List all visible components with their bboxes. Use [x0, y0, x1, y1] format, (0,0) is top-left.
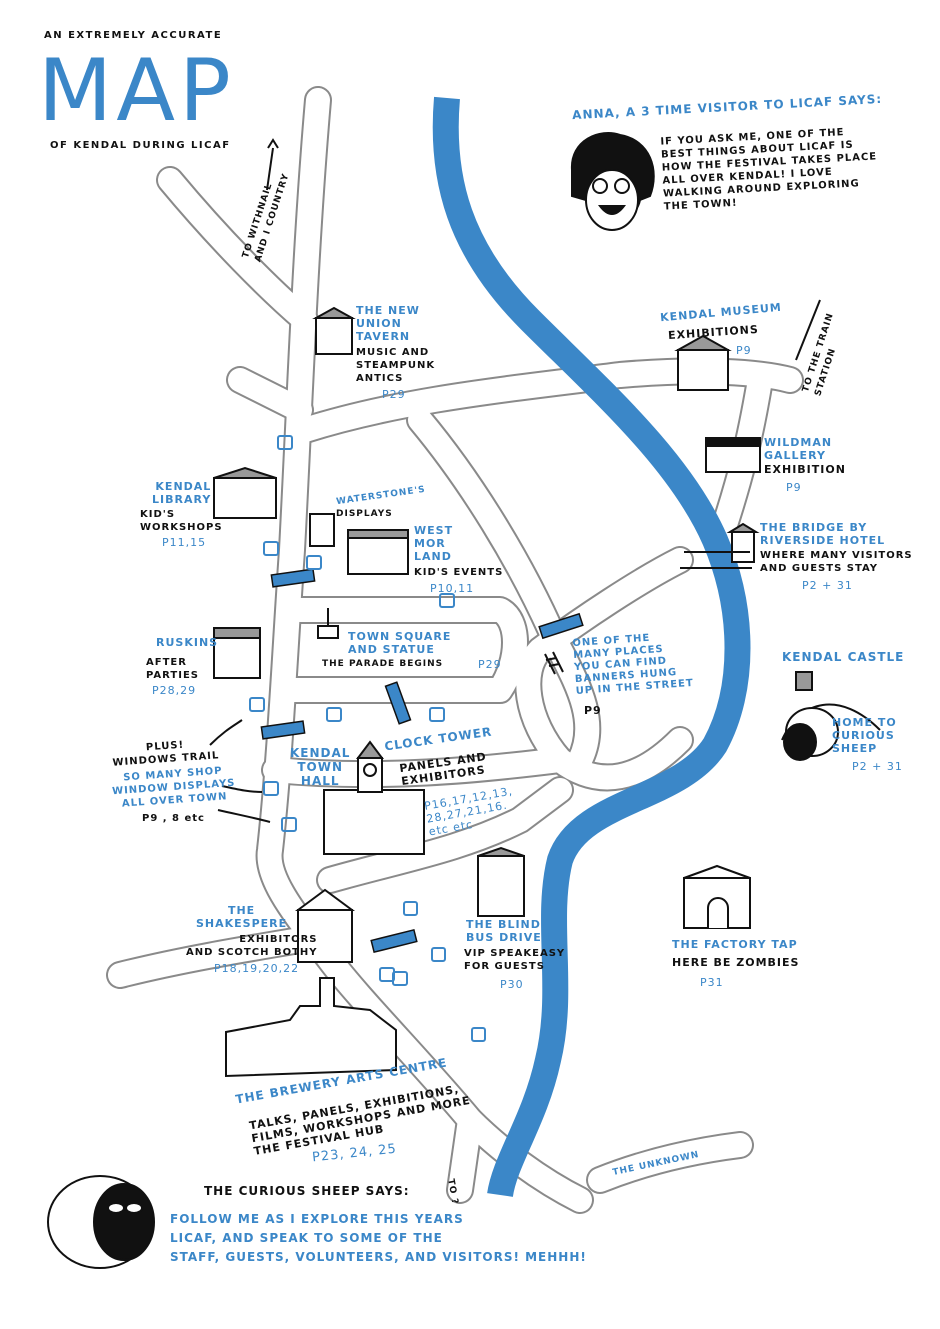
gallery-building: [705, 437, 761, 473]
road: [318, 778, 572, 892]
place-pages: P29: [478, 658, 502, 671]
place-desc: KID'S WORKSHOPS: [140, 509, 223, 533]
window-icon: [392, 971, 408, 986]
place-pages: P18,19,20,22: [214, 962, 300, 975]
statue: [317, 608, 339, 639]
window-icons: [249, 435, 486, 1042]
road: [278, 598, 527, 702]
window-icon: [403, 901, 418, 916]
westmorland-building: [347, 529, 409, 575]
place-pages: P10,11: [430, 582, 475, 595]
place-name: TOWN SQUARE AND STATUE: [348, 630, 452, 656]
window-icon: [277, 435, 293, 450]
place-name: THE SHAKESPERE: [196, 904, 288, 930]
window-icon: [306, 555, 322, 570]
place-pages: P29: [382, 388, 406, 401]
museum-building: [674, 334, 732, 391]
road: [448, 1108, 482, 1202]
place-pages: P2 + 31: [852, 760, 903, 773]
banners: [260, 568, 584, 954]
road: [408, 408, 600, 772]
place-pages: P28,29: [152, 684, 197, 697]
place-name: THE BRIDGE BY RIVERSIDE HOTEL: [760, 521, 886, 547]
waterstones-building: [309, 513, 335, 547]
place-name: WILDMAN GALLERY: [764, 436, 833, 462]
banner: [370, 928, 418, 954]
place-desc: EXHIBITION: [764, 463, 846, 476]
title-pre: AN EXTREMELY ACCURATE: [44, 30, 223, 41]
place-name: KENDAL CASTLE: [782, 650, 905, 664]
place-pages: P9: [584, 704, 602, 717]
banner: [260, 720, 306, 740]
window-icon: [281, 817, 297, 832]
window-icon: [439, 593, 455, 608]
place-desc: KID'S EVENTS: [414, 567, 504, 578]
arrows: [209, 138, 821, 823]
road: [516, 548, 692, 790]
shakespere-building: [294, 888, 356, 963]
place-name: KENDAL LIBRARY: [152, 480, 212, 506]
window-icon: [263, 541, 279, 556]
window-icon: [431, 947, 446, 962]
ladder: [544, 651, 564, 675]
river: [432, 96, 751, 1198]
window-icon: [429, 707, 445, 722]
road: [108, 928, 312, 987]
sheep-heading: THE CURIOUS SHEEP SAYS:: [204, 1184, 410, 1198]
window-icon: [249, 697, 265, 712]
tavern-building: [312, 306, 356, 355]
page-title: MAP: [38, 41, 235, 141]
place-desc: WHERE MANY VISITORS AND GUESTS STAY: [760, 550, 913, 574]
window-icon: [326, 707, 342, 722]
sheep-castle: [783, 707, 839, 761]
road: [158, 168, 317, 332]
anna-portrait: [570, 132, 655, 231]
place-name: THE NEW UNION TAVERN: [356, 304, 420, 343]
banner: [538, 612, 584, 640]
ruskins-building: [213, 627, 261, 679]
window-icon: [471, 1027, 486, 1042]
place-name: THE BLIND BUS DRIVER: [466, 918, 552, 944]
place-pages: P2 + 31: [802, 579, 853, 592]
place-pages: P9: [786, 481, 802, 494]
place-desc: HERE BE ZOMBIES: [672, 956, 800, 969]
banner: [384, 681, 412, 725]
town-hall-building: [323, 740, 425, 855]
window-icon: [379, 967, 395, 982]
place-pages: P30: [500, 978, 524, 991]
sheep-quote: FOLLOW ME AS I EXPLORE THIS YEARS LICAF,…: [170, 1212, 587, 1264]
brewery-building: [225, 977, 397, 1078]
place-name: HOME TO CURIOUS SHEEP: [832, 716, 897, 755]
place-name: WEST MOR LAND: [414, 524, 454, 563]
windows-trail-pages: P9 , 8 etc: [142, 813, 205, 824]
road: [228, 368, 312, 422]
blind-bus-driver-building: [477, 846, 525, 917]
place-name: ONE OF THE MANY PLACES YOU CAN FIND BANN…: [572, 632, 695, 698]
place-desc: THE PARADE BEGINS: [322, 659, 444, 669]
place-desc: VIP SPEAKEASY FOR GUESTS: [464, 948, 566, 972]
buildings: [47, 132, 881, 1269]
place-desc: DISPLAYS: [336, 509, 393, 519]
road: [588, 1133, 752, 1192]
hotel-building: [680, 522, 760, 569]
place-pages: P31: [700, 976, 724, 989]
sheep-bottom: [47, 1175, 155, 1269]
factory-tap-building: [683, 864, 751, 929]
place-desc: AFTER PARTIES: [146, 657, 199, 681]
place-pages: P9: [736, 344, 752, 357]
title-sub: OF KENDAL DURING LICAF: [50, 140, 231, 151]
place-pages: P11,15: [162, 536, 207, 549]
anna-quote: IF YOU ASK ME, ONE OF THE BEST THINGS AB…: [660, 127, 878, 213]
place-name: RUSKINS: [156, 636, 219, 649]
road: [263, 748, 572, 787]
place-desc: MUSIC AND STEAMPUNK ANTICS: [356, 347, 436, 384]
banner: [270, 568, 316, 588]
place-name: THE FACTORY TAP: [672, 938, 798, 951]
library-building: [213, 466, 277, 519]
place-name: KENDAL TOWN HALL: [290, 746, 351, 788]
window-icon: [263, 781, 279, 796]
place-desc: EXHIBITORS AND SCOTCH BOTHY: [186, 934, 318, 958]
